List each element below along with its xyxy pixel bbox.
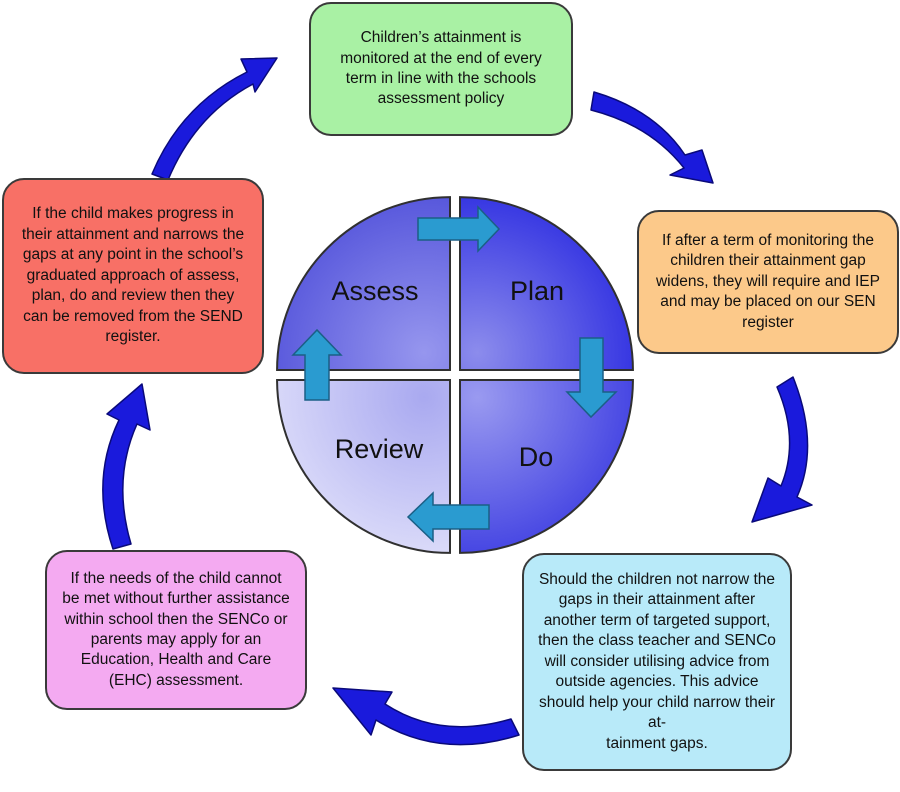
plan-label: Plan [510, 276, 564, 306]
review-label: Review [335, 434, 424, 464]
plan-quadrant [459, 196, 634, 371]
assess-label: Assess [331, 276, 418, 306]
cycle-circle [276, 196, 634, 554]
curved-arrow-icon [102, 383, 151, 550]
outside-agencies-box: Should the children not narrow the gaps … [522, 553, 792, 771]
do-quadrant [459, 379, 634, 554]
curved-arrow-icon [332, 687, 520, 746]
do-label: Do [519, 442, 554, 472]
curved-arrow-icon [151, 57, 278, 181]
curved-arrow-icon [751, 376, 813, 523]
ehc-assessment-box: If the needs of the child cannot be met … [45, 550, 307, 710]
monitoring-box: Children’s attainment is monitored at th… [309, 2, 573, 136]
arrow-down-icon [565, 337, 618, 419]
curved-arrow-icon [590, 91, 714, 184]
arrow-left-icon [406, 491, 490, 543]
arrow-right-icon [417, 205, 501, 253]
assess-quadrant [276, 196, 451, 371]
iep-box: If after a term of monitoring the childr… [637, 210, 899, 354]
review-quadrant [276, 379, 451, 554]
arrow-up-icon [291, 328, 343, 401]
send-removal-box: If the child makes progress in their att… [2, 178, 264, 374]
